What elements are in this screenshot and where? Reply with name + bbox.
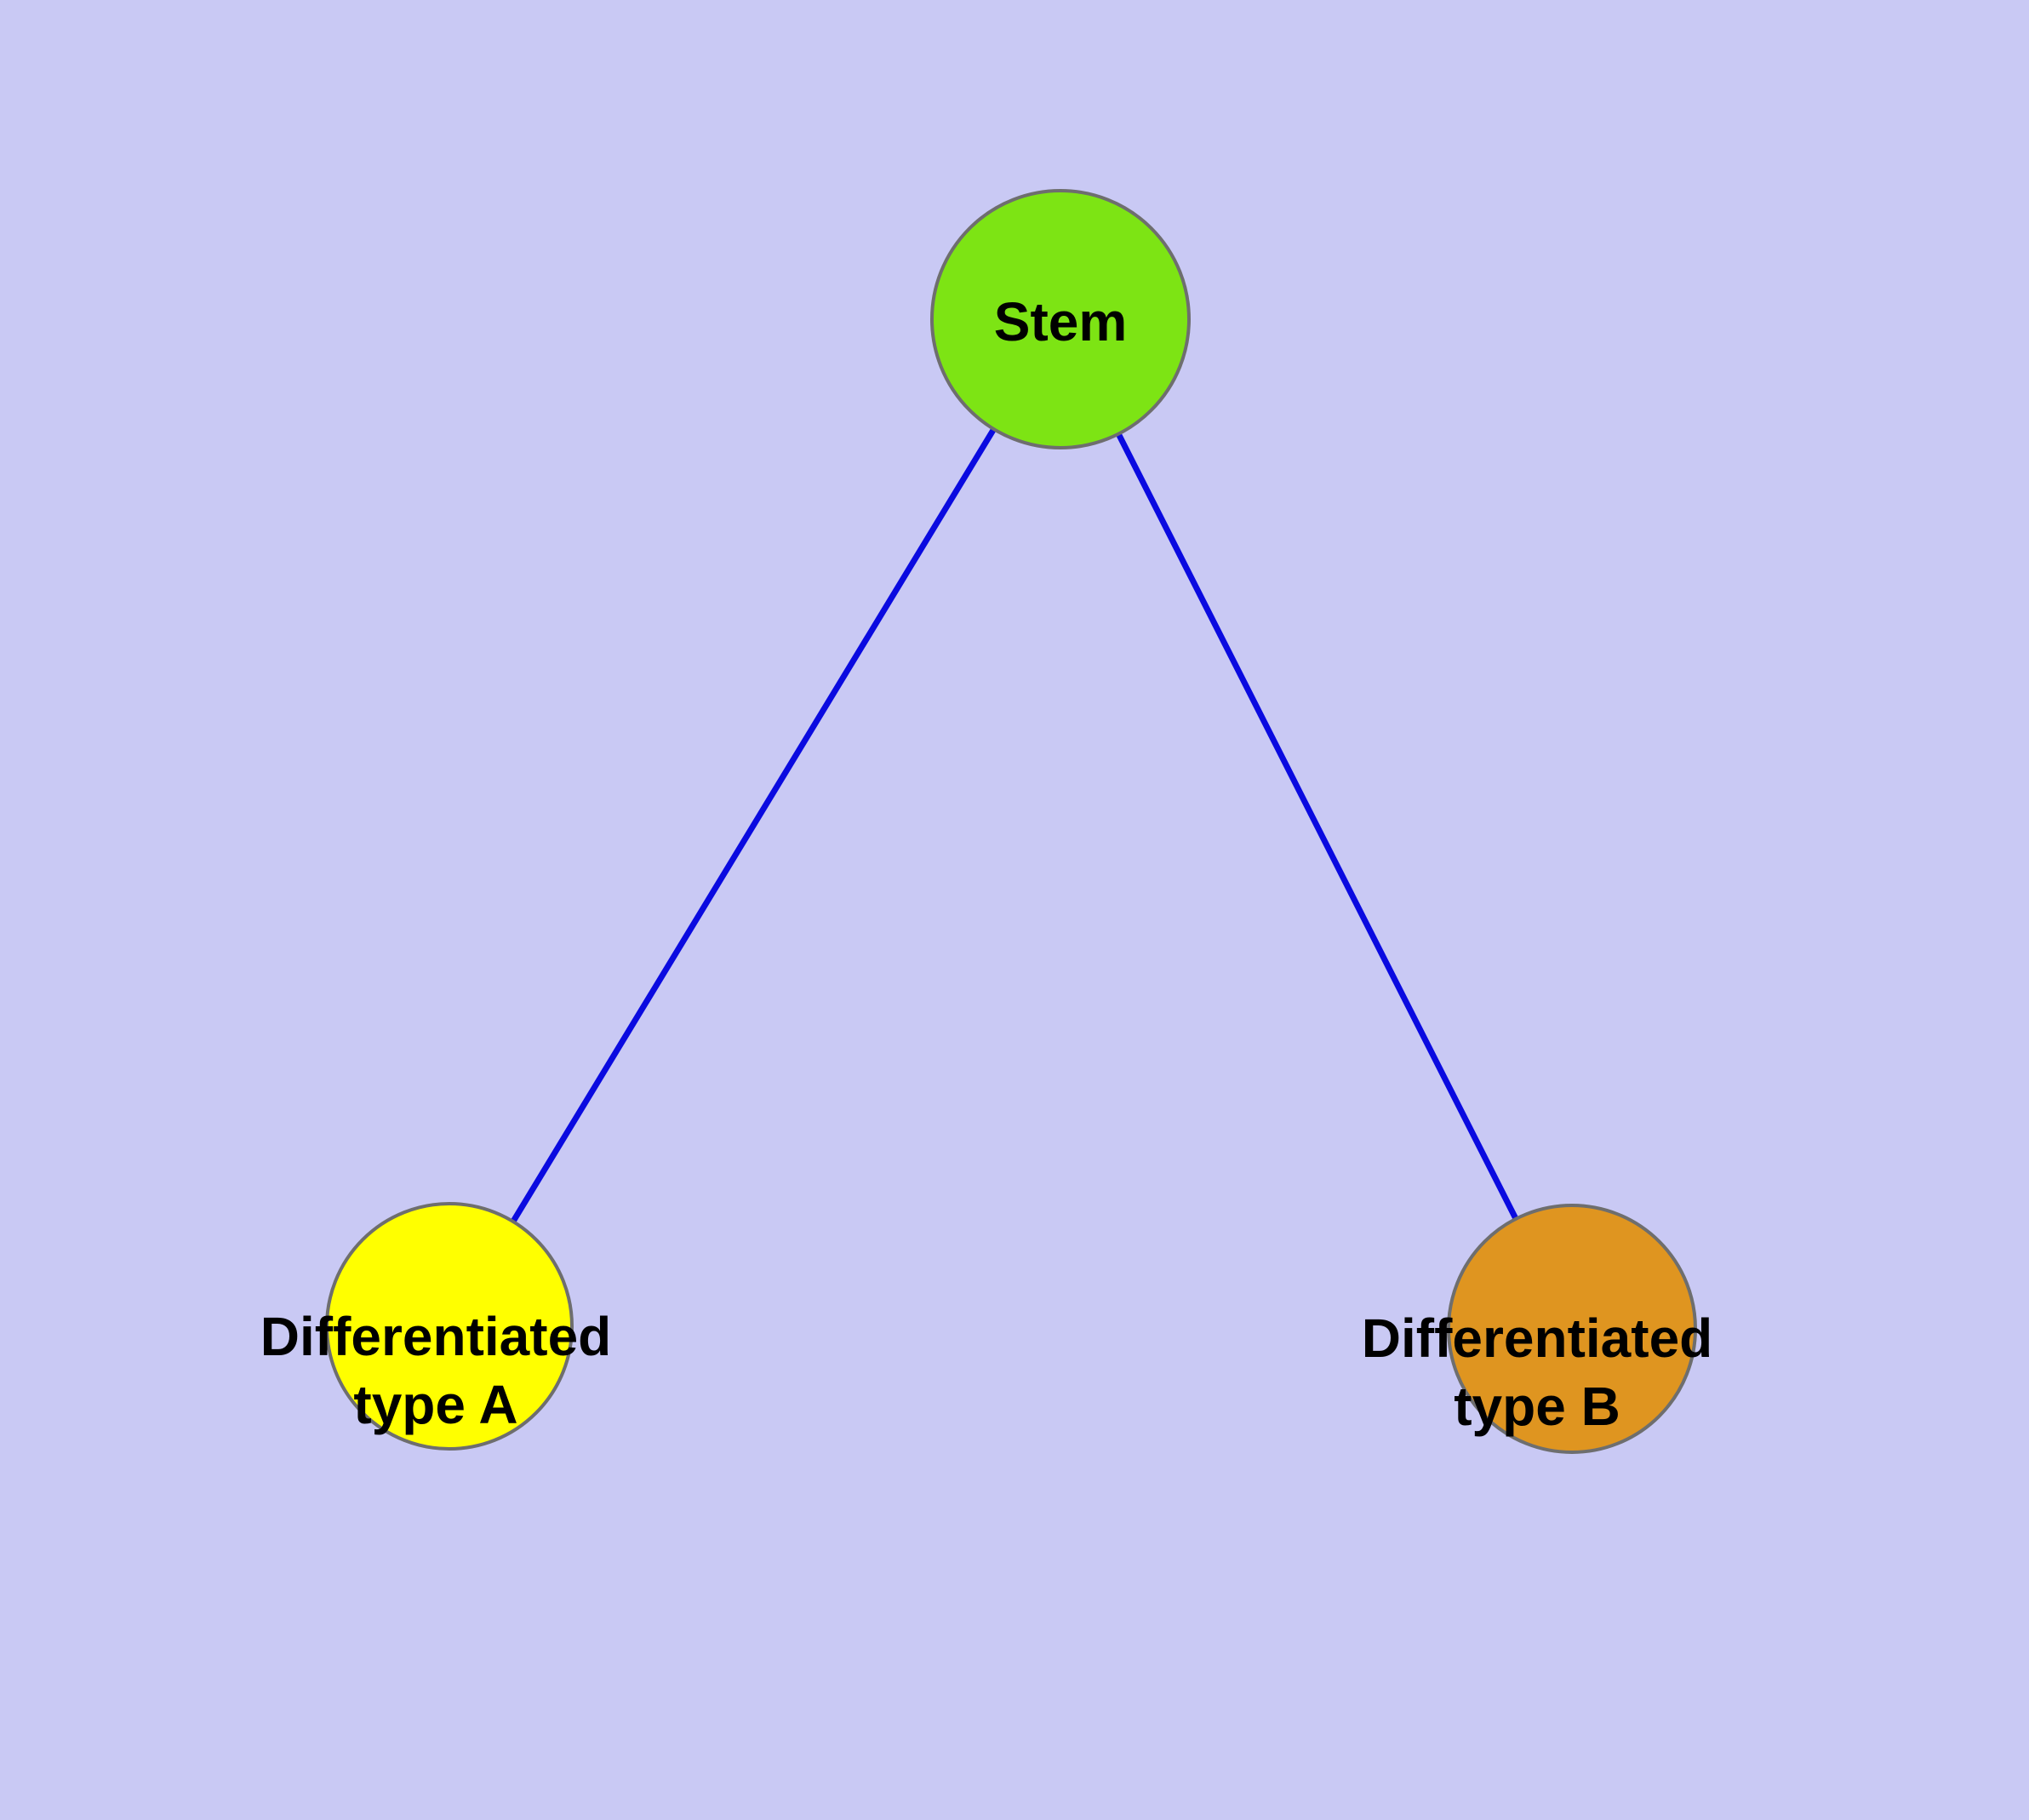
node-stem-label: Stem [993,291,1128,352]
edge-stem-to-type-a [445,316,1064,1331]
node-differentiated-type-b [1447,1204,1697,1454]
node-differentiated-type-a-label: Differentiated type A [260,1306,612,1435]
node-differentiated-type-b-label: Differentiated type B [1361,1308,1713,1437]
node-differentiated-type-a [325,1202,574,1451]
node-stem [930,189,1191,449]
edge-stem-to-type-b [1057,316,1575,1333]
